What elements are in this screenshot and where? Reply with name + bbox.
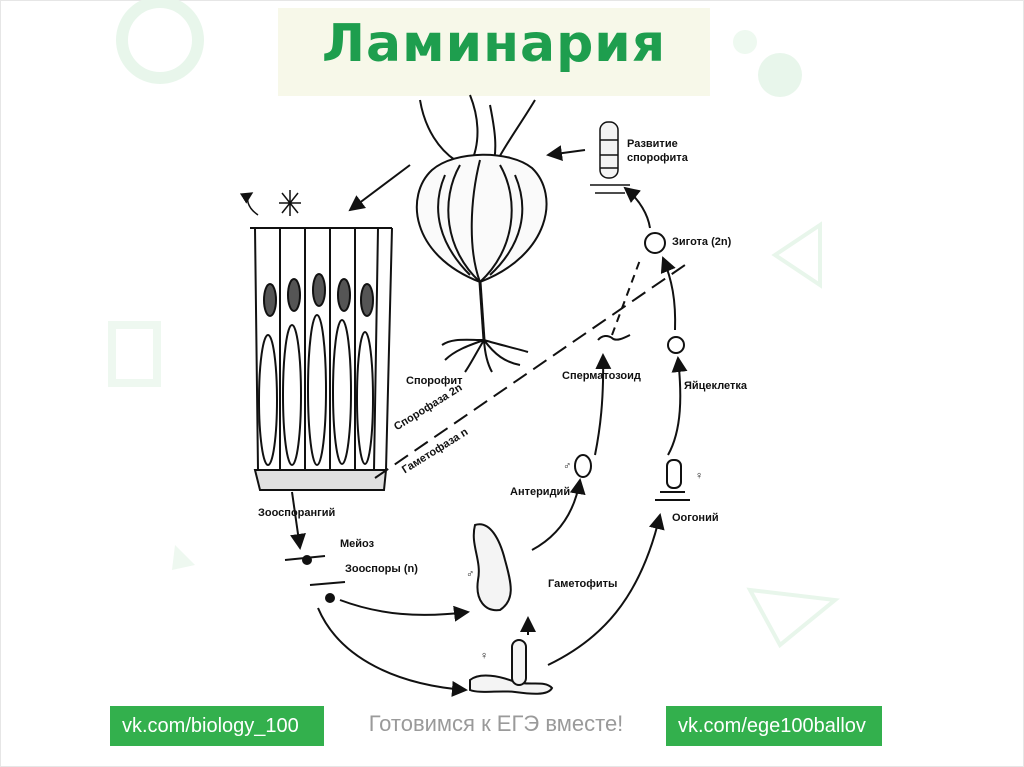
fertilization-dashed-line <box>612 260 640 335</box>
label-female-1: ♀ <box>695 470 703 482</box>
label-yaytsekletka: Яйцеклетка <box>684 380 747 392</box>
gametophyte-illustration-male <box>474 524 511 610</box>
label-spermatozoid: Сперматозоид <box>562 370 641 382</box>
label-male-2: ♂ <box>466 568 474 580</box>
label-male-1: ♂ <box>563 460 571 472</box>
label-female-2: ♀ <box>480 650 488 662</box>
arrow-sporophyte-to-tissue <box>350 165 410 210</box>
label-zoosporangiy: Зооспорангий <box>258 507 335 519</box>
footer-link-biology[interactable]: vk.com/biology_100 <box>110 706 324 746</box>
spermatozoid-icon <box>598 335 630 340</box>
antheridium-icon <box>575 455 591 477</box>
label-oogoniy: Оогоний <box>672 512 719 524</box>
footer-link-ege[interactable]: vk.com/ege100ballov <box>666 706 882 746</box>
sporophyte-development-illustration <box>590 122 630 193</box>
sporangia-tissue-illustration <box>250 228 392 490</box>
spore-burst-icon <box>248 190 301 216</box>
label-razvitie: Развитие <box>627 138 678 150</box>
sporophyte-illustration <box>417 95 547 372</box>
arrow-gametophyte-to-oogonium <box>548 515 660 665</box>
arrow-zoospores-to-female <box>318 608 466 690</box>
label-gametofity: Гаметофиты <box>548 578 617 590</box>
arrow-development-to-sporophyte <box>548 150 585 155</box>
label-sporofita: спорофита <box>627 152 688 164</box>
oogonium-icon <box>655 460 690 500</box>
label-anteridiy: Антеридий <box>510 486 570 498</box>
zygote-icon <box>645 233 665 253</box>
arrow-zygote-to-development <box>625 188 650 228</box>
footer-slogan: Готовимся к ЕГЭ вместе! <box>330 711 662 737</box>
arrow-oogonium-to-egg <box>668 358 680 455</box>
arrow-egg-to-zygote <box>663 258 675 330</box>
arrow-zoospores-to-male <box>340 600 468 615</box>
gametophyte-illustration-female <box>470 640 552 694</box>
label-meyoz: Мейоз <box>340 538 374 550</box>
label-zigota: Зигота (2n) <box>672 236 731 248</box>
label-zoospory: Зооспоры (n) <box>345 563 418 575</box>
egg-cell-icon <box>668 337 684 353</box>
arrow-tissue-to-meiosis <box>292 492 300 548</box>
zoospores-illustration <box>285 556 345 602</box>
